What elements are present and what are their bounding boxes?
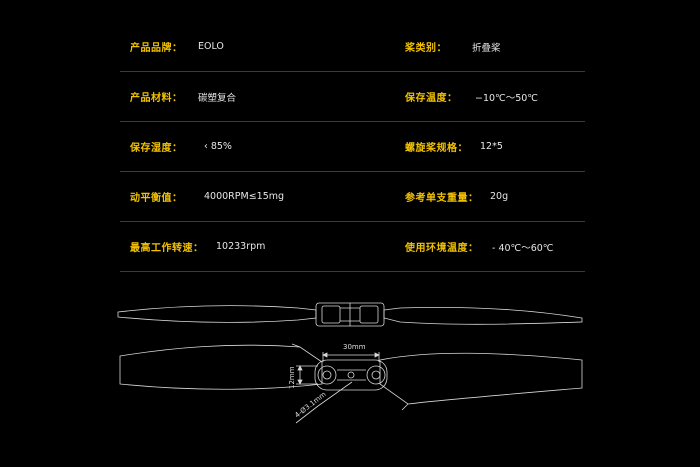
dim-hole-leader: [295, 381, 353, 424]
spec-label-material: 产品材料：: [130, 93, 183, 104]
spec-value-prop-size: 12*5: [480, 141, 503, 152]
spec-label-max-rpm: 最高工作转速：: [130, 243, 204, 254]
spec-value-weight: 20g: [490, 191, 509, 202]
spec-label-prop-type: 桨类别：: [405, 43, 447, 54]
spec-row: 最高工作转速： 10233rpm 使用环境温度： - 40℃～60℃: [120, 222, 585, 272]
dim-width-label: 30mm: [343, 343, 366, 351]
dim-height-lines: [296, 365, 318, 385]
spec-value-brand: EOLO: [198, 41, 224, 52]
spec-label-operating-temp: 使用环境温度：: [405, 243, 479, 254]
spec-table: 产品品牌： EOLO 桨类别： 折叠桨 产品材料： 碳塑复合 保存温度： −10…: [120, 22, 585, 272]
spec-value-prop-type: 折叠桨: [472, 42, 501, 54]
spec-row: 产品品牌： EOLO 桨类别： 折叠桨: [120, 22, 585, 72]
side-view-blade-right: [383, 306, 583, 325]
spec-label-prop-size: 螺旋桨规格：: [405, 143, 468, 154]
spec-label-storage-temp: 保存温度：: [405, 93, 458, 104]
dim-height-label: 12mm: [288, 366, 296, 389]
dim-hole-label: 4-Ø3.1mm: [293, 390, 327, 419]
spec-label-brand: 产品品牌：: [130, 43, 183, 54]
spec-row: 保存湿度： ‹ 85% 螺旋桨规格： 12*5: [120, 122, 585, 172]
top-view-blade-right: [379, 352, 583, 405]
dim-width-lines: [322, 352, 380, 362]
spec-value-humidity: ‹ 85%: [204, 141, 232, 152]
spec-row: 产品材料： 碳塑复合 保存温度： −10℃～50℃: [120, 72, 585, 122]
top-view-hub: [314, 359, 388, 391]
spec-label-humidity: 保存湿度：: [130, 143, 183, 154]
spec-label-weight: 参考单支重量：: [405, 193, 479, 204]
side-view-blade-left: [117, 305, 317, 323]
top-view-blade-left: [119, 344, 323, 390]
spec-label-balance: 动平衡值：: [130, 193, 183, 204]
spec-value-storage-temp: −10℃～50℃: [475, 92, 538, 104]
spec-value-balance: 4000RPM≤15mg: [204, 191, 285, 202]
spec-value-material: 碳塑复合: [198, 92, 237, 104]
spec-row: 动平衡值： 4000RPM≤15mg 参考单支重量： 20g: [120, 172, 585, 222]
spec-value-max-rpm: 10233rpm: [216, 241, 266, 252]
spec-value-operating-temp: - 40℃～60℃: [492, 242, 554, 254]
